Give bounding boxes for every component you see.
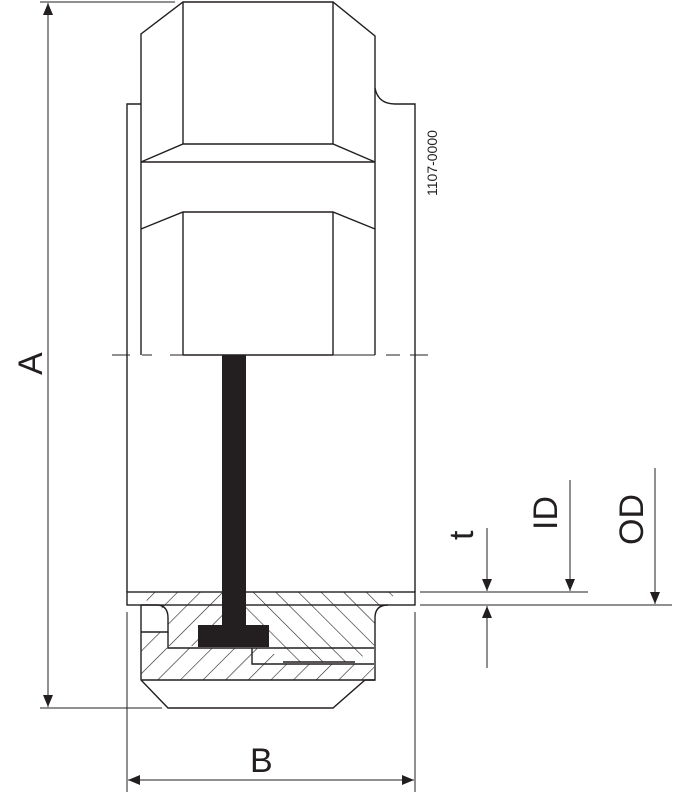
label-od: OD bbox=[613, 494, 651, 545]
label-t: t bbox=[443, 530, 481, 540]
ferrule-body bbox=[112, 87, 428, 592]
gasket-stem bbox=[198, 355, 269, 647]
label-b: B bbox=[250, 742, 273, 780]
dimension-b: B bbox=[126, 612, 416, 792]
part-number: 1107-0000 bbox=[424, 130, 440, 196]
hex-nut bbox=[140, 1, 376, 356]
dimension-a: A bbox=[12, 1, 175, 709]
dimension-t-id-od: t ID OD bbox=[420, 468, 672, 668]
label-a: A bbox=[12, 352, 50, 375]
label-id: ID bbox=[527, 496, 565, 530]
cross-section bbox=[126, 355, 416, 709]
